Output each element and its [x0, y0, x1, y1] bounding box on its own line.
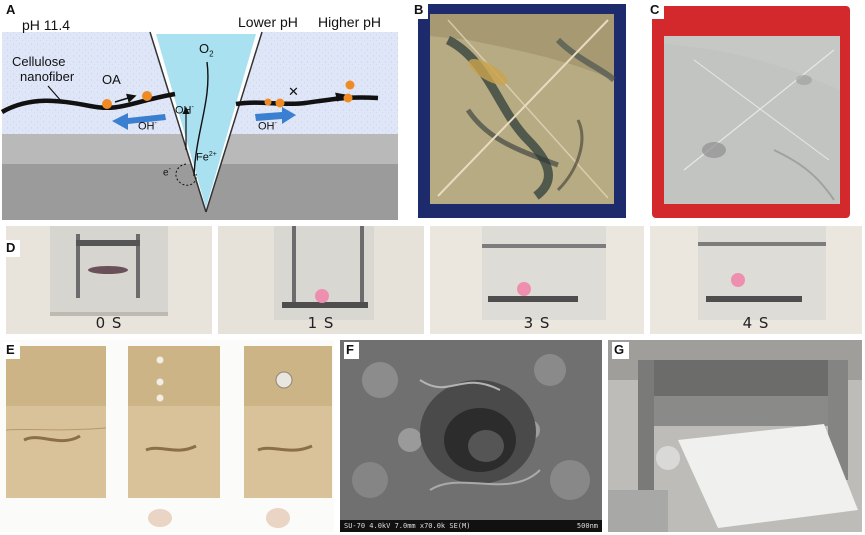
ph-lower-label: Lower pH	[238, 14, 298, 30]
panel-label-b: B	[412, 2, 429, 19]
roll-coater-photo	[608, 340, 862, 532]
panel-f: SU-70 4.0kV 7.0mm x70.0k SE(M) 500nm F	[340, 340, 602, 532]
nanofiber-label: nanofiber	[20, 69, 75, 84]
wood-blocks-photo	[5, 346, 332, 528]
nanofiber-left	[0, 91, 176, 114]
oh-label-left: OH-	[138, 120, 157, 133]
droplet-frame: 1 S	[218, 226, 424, 334]
oa-dot	[343, 93, 353, 103]
coated-steel-photo-red	[652, 6, 850, 218]
time-label: 1 S	[307, 314, 335, 332]
panel-a: A	[0, 0, 400, 222]
droplet-frame: 3 S	[430, 226, 644, 334]
coated-steel-photo-blue	[418, 4, 626, 218]
panel-label-g: G	[612, 342, 630, 359]
time-label: 3 S	[523, 314, 551, 332]
oh-arrow-right	[255, 107, 296, 124]
corrosion-schematic	[0, 31, 398, 220]
panel-c: C	[644, 0, 862, 222]
oh-label-center: OH-	[175, 104, 194, 117]
pit-electrolyte	[156, 34, 256, 208]
oh-arrow-left	[112, 113, 166, 130]
panel-label-f: F	[344, 342, 359, 359]
droplet-frame: 4 S	[650, 226, 862, 334]
o2-label: O2	[199, 41, 214, 59]
fe-ion-label: Fe2+	[196, 151, 217, 164]
sem-info-text: SU-70 4.0kV 7.0mm x70.0k SE(M)	[344, 522, 471, 530]
sem-scale-text: 500nm	[576, 522, 598, 530]
oa-label: OA	[102, 72, 121, 87]
droplet-frame: 0 S	[6, 226, 212, 334]
sem-micrograph	[340, 340, 602, 520]
oa-dot	[275, 98, 285, 108]
droplet-bead	[517, 282, 531, 296]
panel-label-c: C	[648, 2, 665, 19]
panel-g: G	[608, 340, 862, 532]
ph-higher-label: Higher pH	[318, 14, 382, 30]
panel-label-d: D	[4, 240, 21, 257]
droplet-bead	[731, 273, 745, 287]
oh-label-right: OH-	[258, 120, 277, 133]
sem-info-bar: SU-70 4.0kV 7.0mm x70.0k SE(M) 500nm	[340, 520, 602, 532]
cellulose-label: Cellulose	[12, 54, 66, 69]
ph-left-label: pH 11.4	[22, 17, 70, 33]
oa-dot	[142, 91, 152, 101]
oa-dot	[345, 80, 355, 90]
paper-sheet	[678, 424, 858, 528]
time-label: 4 S	[742, 314, 770, 332]
panel-label-e: E	[4, 342, 20, 359]
oa-dot	[102, 99, 112, 109]
droplet-bead	[315, 289, 329, 303]
time-label: 0 S	[95, 314, 123, 332]
panel-b: B	[408, 0, 636, 222]
panel-label-a: A	[4, 2, 21, 19]
droplet-flat	[88, 266, 128, 274]
panel-e: E	[0, 340, 334, 532]
electron-label: e-	[163, 166, 171, 179]
blocked-cross-icon: ✕	[288, 84, 299, 99]
oa-dot	[264, 98, 272, 106]
